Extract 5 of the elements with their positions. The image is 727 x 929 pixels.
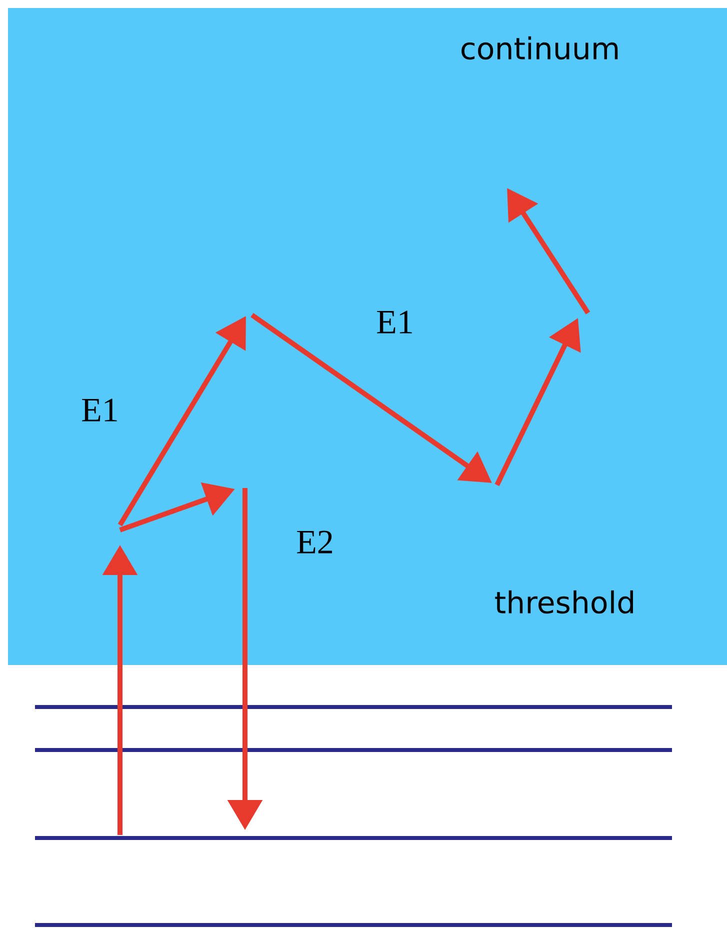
energy-label: E1	[82, 398, 117, 422]
region-label: threshold	[495, 590, 633, 614]
energy-label: E1	[377, 310, 412, 334]
energy-label: E2	[297, 530, 332, 554]
region-label: continuum	[462, 36, 618, 60]
